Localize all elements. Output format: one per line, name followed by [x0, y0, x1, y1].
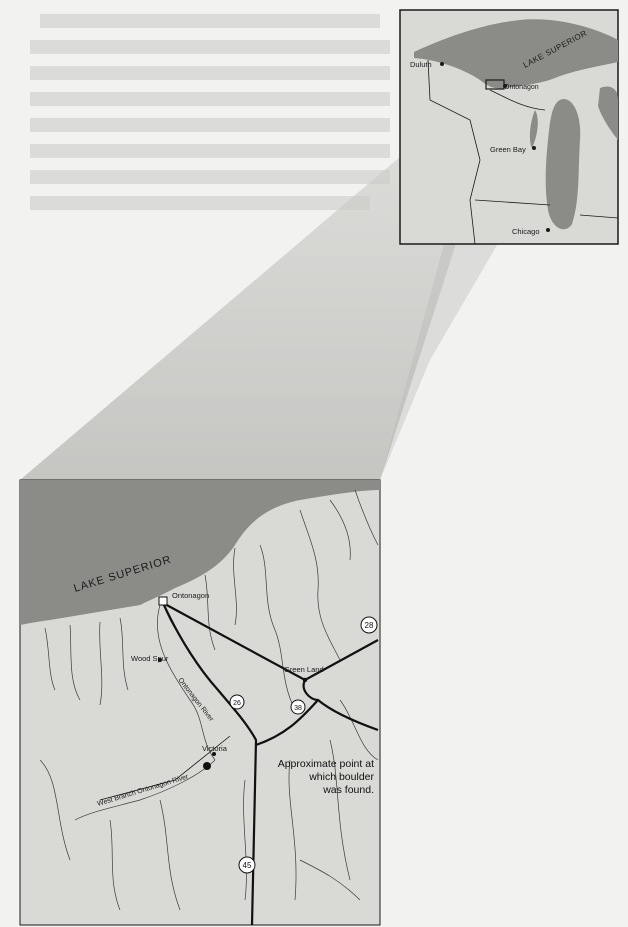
bleed-through-text — [30, 14, 390, 210]
detail-lake-superior — [20, 480, 380, 625]
inset-place-duluth: Duluth — [410, 60, 432, 69]
svg-text:38: 38 — [294, 705, 302, 712]
svg-text:26: 26 — [233, 700, 241, 707]
svg-text:45: 45 — [243, 861, 252, 870]
detail-map: 26 38 45 28 LAKE SUPERIOR Ontonagon Wood… — [19, 479, 381, 926]
inset-lake-huron — [598, 86, 618, 140]
svg-text:which boulder: which boulder — [308, 771, 374, 783]
route-shield-38: 38 — [290, 699, 306, 715]
boulder-callout: Approximate point at which boulder was f… — [278, 758, 375, 796]
route-shield-28: 28 — [360, 616, 378, 634]
detail-place-green-land: Green Land — [284, 665, 324, 674]
detail-place-wood-spur: Wood Spur — [131, 654, 169, 663]
inset-lake-michigan — [545, 99, 581, 230]
route-shield-45: 45 — [238, 856, 256, 874]
svg-text:was found.: was found. — [322, 784, 374, 796]
inset-place-ontonagon: Ontonagon — [504, 84, 539, 91]
route-shield-26: 26 — [229, 694, 245, 710]
inset-map: LAKE SUPERIOR Duluth Ontonagon Green Bay… — [399, 9, 619, 245]
inset-place-chicago: Chicago — [512, 227, 540, 236]
svg-text:Approximate point at: Approximate point at — [278, 758, 374, 770]
inset-lake-superior — [414, 19, 618, 89]
detail-place-victoria: Victoria — [202, 744, 228, 753]
detail-place-ontonagon: Ontonagon — [172, 591, 209, 600]
boulder-location-dot — [203, 762, 211, 770]
zoom-beam — [20, 82, 506, 480]
detail-rivers — [39, 489, 379, 911]
svg-text:28: 28 — [365, 621, 374, 630]
inset-place-green-bay: Green Bay — [490, 145, 526, 154]
